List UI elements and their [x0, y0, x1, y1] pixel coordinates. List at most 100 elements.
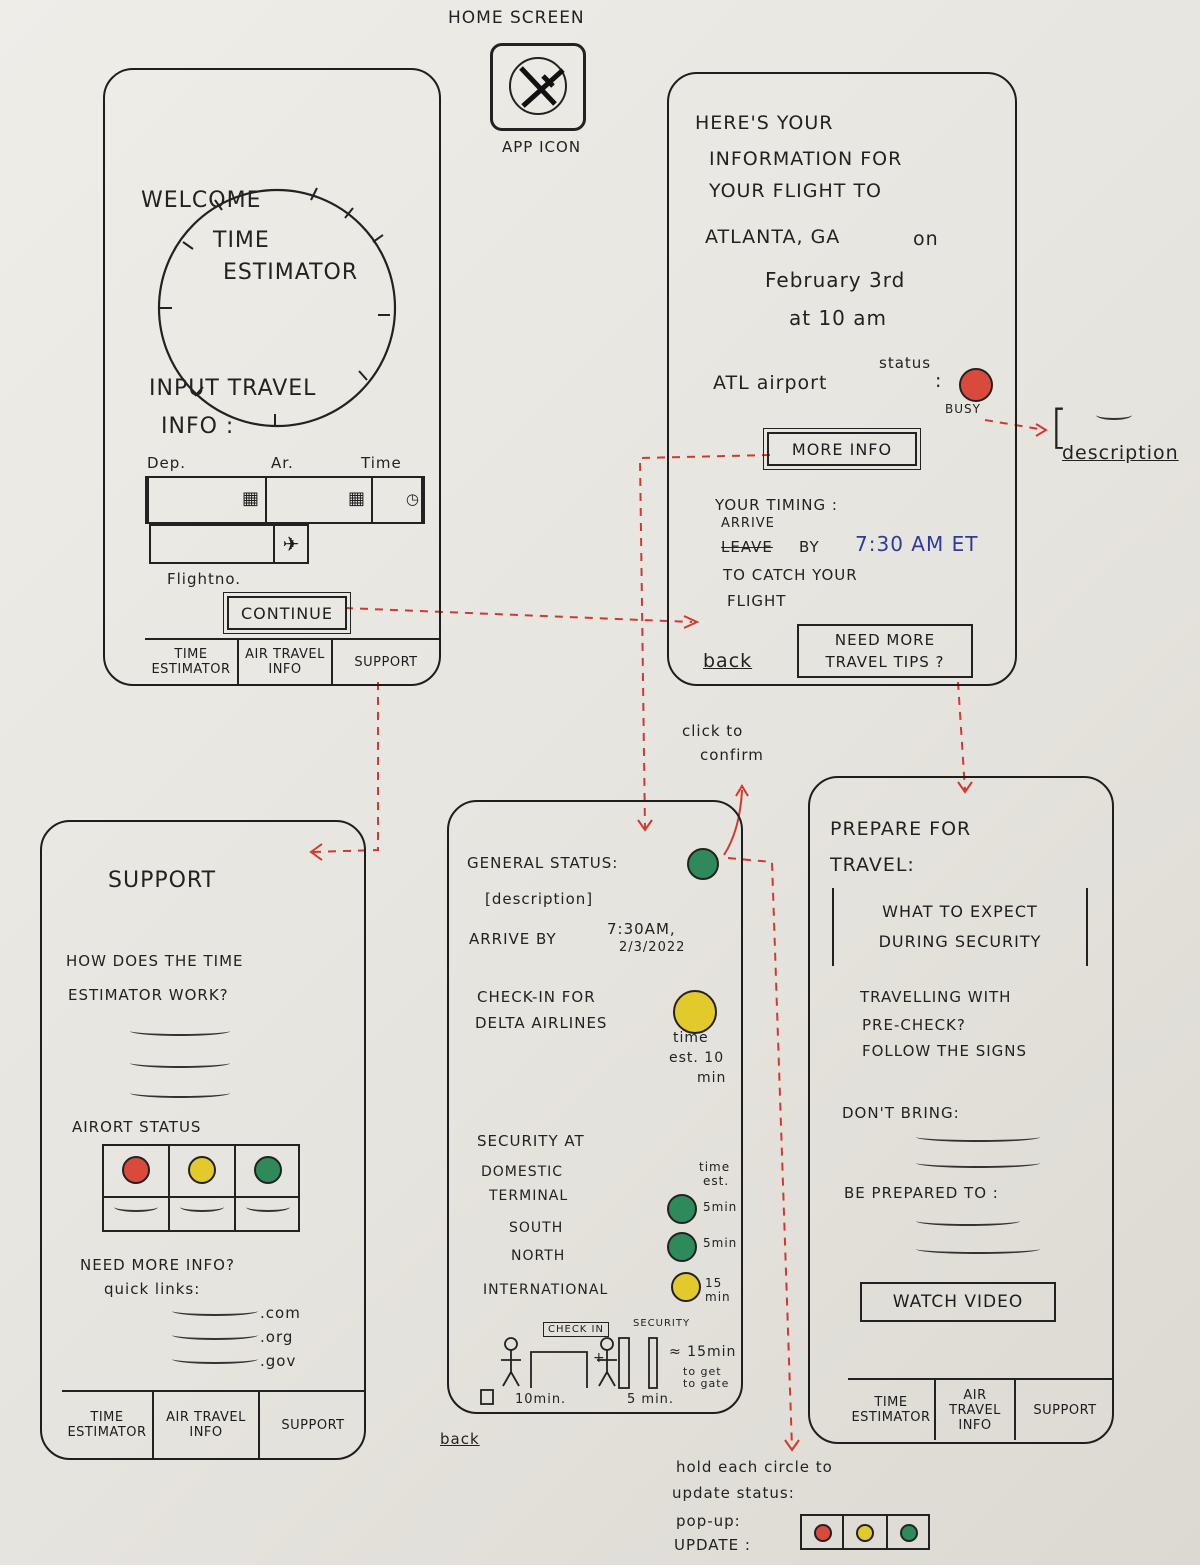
update-red-circle[interactable]	[814, 1524, 832, 1542]
nav-support[interactable]: SUPPORT	[281, 1417, 345, 1433]
security-est-label: est.	[703, 1174, 730, 1188]
north-label: NORTH	[511, 1248, 566, 1264]
welcome-text: WELCOME	[141, 188, 262, 213]
ar-label: Ar.	[271, 454, 294, 472]
gate-estimate: ≈ 15min	[669, 1344, 737, 1360]
departure-input[interactable]: ▦	[147, 476, 267, 524]
catch-text: TO CATCH YOUR	[723, 566, 858, 584]
arrival-input[interactable]: ▦	[265, 476, 373, 524]
faq-line-1: HOW DOES THE TIME	[66, 952, 244, 970]
travel-tips-line-2: TRAVEL TIPS ?	[825, 653, 945, 671]
general-status-circle[interactable]	[687, 848, 719, 880]
nav-air-travel-info[interactable]: AIR TRAVEL INFO	[239, 640, 333, 684]
app-icon[interactable]	[490, 43, 586, 131]
link-gov[interactable]: .gov	[260, 1352, 297, 1370]
link-squiggle	[172, 1330, 258, 1340]
be-prepared-item	[916, 1244, 1040, 1254]
checkin-status-circle[interactable]	[673, 990, 717, 1034]
continue-button[interactable]: CONTINUE	[223, 592, 351, 634]
calendar-icon[interactable]: ▦	[347, 488, 365, 509]
south-status-circle[interactable]	[667, 1194, 697, 1224]
terminal-label: TERMINAL	[489, 1188, 569, 1204]
travel-tips-button[interactable]: NEED MORE TRAVEL TIPS ?	[797, 624, 973, 678]
international-status-circle[interactable]	[671, 1272, 701, 1302]
bottom-nav: TIME ESTIMATOR AIR TRAVEL INFO SUPPORT	[145, 638, 439, 684]
airport-status-heading: AIRORT STATUS	[72, 1118, 202, 1136]
your-timing-label: YOUR TIMING :	[715, 496, 838, 514]
nav-support[interactable]: SUPPORT	[1033, 1402, 1097, 1418]
nav-air-travel-info[interactable]: AIR TRAVEL INFO	[936, 1380, 1016, 1440]
support-title: SUPPORT	[108, 868, 217, 893]
be-prepared-item	[916, 1216, 1020, 1226]
checkin-time-est: time	[673, 1030, 709, 1046]
precheck-line-2: PRE-CHECK?	[862, 1016, 966, 1034]
description-bracket: [	[1050, 400, 1069, 454]
flight-date: February 3rd	[765, 268, 906, 292]
home-screen-label: HOME SCREEN	[448, 8, 585, 28]
link-squiggle	[172, 1306, 258, 1316]
time-label: Time	[361, 454, 402, 472]
check-in-box: CHECK IN	[543, 1322, 609, 1337]
status-green-circle[interactable]	[254, 1156, 282, 1184]
south-label: SOUTH	[509, 1220, 564, 1236]
arrive-by-date: 2/3/2022	[619, 940, 686, 955]
precheck-line-3: FOLLOW THE SIGNS	[862, 1042, 1028, 1060]
dep-label: Dep.	[147, 454, 187, 472]
nav-air-travel-info[interactable]: AIR TRAVEL INFO	[154, 1392, 260, 1458]
checkin-est-10: est. 10	[669, 1050, 725, 1066]
update-status-popup	[800, 1514, 930, 1550]
airport-status-circle[interactable]	[959, 368, 993, 402]
to-get-to-gate: to get to gate	[683, 1365, 730, 1390]
watch-video-button[interactable]: WATCH VIDEO	[860, 1282, 1056, 1322]
security-heading: SECURITY AT	[477, 1132, 585, 1150]
quick-links-label: quick links:	[104, 1280, 201, 1298]
clock-face-icon	[157, 187, 397, 428]
more-info-button[interactable]: MORE INFO	[763, 428, 921, 470]
nav-support[interactable]: SUPPORT	[354, 654, 418, 670]
nav-time-estimator[interactable]: TIME ESTIMATOR	[848, 1380, 936, 1440]
arrive-word: ARRIVE	[721, 516, 775, 531]
popup-label: pop-up:	[676, 1512, 741, 1530]
flight-info-line-1: HERE'S YOUR	[695, 112, 834, 134]
nav-time-estimator[interactable]: TIME ESTIMATOR	[62, 1392, 154, 1458]
update-green-circle[interactable]	[900, 1524, 918, 1542]
update-yellow-circle[interactable]	[856, 1524, 874, 1542]
faq-answer-line	[130, 1058, 230, 1068]
prepare-title-1: PREPARE FOR	[830, 818, 972, 840]
status-back-link[interactable]: back	[440, 1430, 480, 1448]
update-label: UPDATE :	[674, 1536, 751, 1554]
input-info-heading: INFO :	[161, 414, 235, 439]
general-status-description: [description]	[485, 890, 594, 908]
flight-text: FLIGHT	[727, 592, 787, 610]
welcome-screen: WELCOME TIME ESTIMATOR INPUT TRAVEL INFO…	[103, 68, 441, 686]
calendar-icon[interactable]: ▦	[241, 488, 259, 509]
bottom-nav: TIME ESTIMATOR AIR TRAVEL INFO SUPPORT	[62, 1390, 366, 1458]
leave-word: LEAVE	[721, 538, 773, 556]
flight-number-input[interactable]: ✈	[149, 524, 309, 564]
need-more-info: NEED MORE INFO?	[80, 1256, 235, 1274]
by-word: BY	[799, 538, 820, 556]
link-org[interactable]: .org	[260, 1328, 294, 1346]
destination-city: ATLANTA, GA	[705, 226, 841, 248]
domestic-label: DOMESTIC	[481, 1164, 564, 1180]
what-to-expect-link[interactable]: WHAT TO EXPECT DURING SECURITY	[832, 888, 1088, 966]
click-confirm-line-2: confirm	[700, 746, 764, 764]
time-input[interactable]: ◷	[371, 476, 425, 524]
security-label: SECURITY	[633, 1318, 691, 1329]
back-link[interactable]: back	[703, 650, 753, 672]
international-time: 15 min	[705, 1276, 731, 1304]
checkin-label-2: DELTA AIRLINES	[475, 1014, 608, 1032]
north-status-circle[interactable]	[667, 1232, 697, 1262]
flight-number-label: Flightno.	[167, 570, 242, 588]
status-desc-line	[180, 1202, 224, 1212]
status-red-circle[interactable]	[122, 1156, 150, 1184]
nav-time-estimator[interactable]: TIME ESTIMATOR	[145, 640, 239, 684]
status-desc-line	[246, 1202, 290, 1212]
link-com[interactable]: .com	[260, 1304, 301, 1322]
status-yellow-circle[interactable]	[188, 1156, 216, 1184]
bottom-nav: TIME ESTIMATOR AIR TRAVEL INFO SUPPORT	[848, 1378, 1114, 1440]
support-screen: SUPPORT HOW DOES THE TIME ESTIMATOR WORK…	[40, 820, 366, 1460]
prepare-title-2: TRAVEL:	[830, 854, 915, 876]
clock-icon[interactable]: ◷	[405, 490, 419, 508]
